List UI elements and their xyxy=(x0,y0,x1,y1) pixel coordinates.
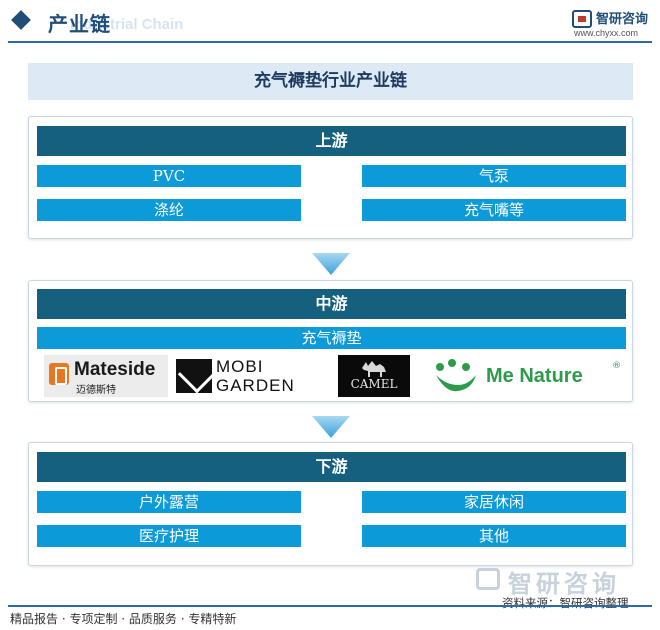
brand-name: Me Nature xyxy=(486,365,583,387)
downstream-item: 户外露营 xyxy=(37,491,301,513)
chart-title: 充气褥垫行业产业链 xyxy=(28,63,633,100)
watermark-text: 智研咨询 xyxy=(508,570,620,598)
upstream-item: 气泵 xyxy=(362,165,626,187)
registered-mark: ® xyxy=(612,361,621,371)
brand-name-line1: MOBI xyxy=(216,357,264,376)
downstream-panel: 下游 户外露营 家居休闲 医疗护理 其他 xyxy=(28,442,633,566)
downstream-item: 其他 xyxy=(362,525,626,547)
downstream-item: 医疗护理 xyxy=(37,525,301,547)
brand-subname: 迈德斯特 xyxy=(76,385,116,396)
watermark-mark-icon xyxy=(476,568,500,590)
brand-logo-mobi-garden: MOBI GARDEN xyxy=(176,355,308,397)
down-arrow-icon xyxy=(312,253,350,275)
upstream-item: 充气嘴等 xyxy=(362,199,626,221)
mateside-icon xyxy=(49,363,69,385)
upstream-panel: 上游 PVC 气泵 涤纶 充气嘴等 xyxy=(28,116,633,239)
midstream-product: 充气褥垫 xyxy=(37,327,626,349)
logo-name: 智研咨询 xyxy=(596,12,649,27)
brand-logo-mateside: Mateside 迈德斯特 xyxy=(44,355,168,397)
upstream-header: 上游 xyxy=(37,126,626,156)
footer-tagline: 精品报告 · 专项定制 · 品质服务 · 专精特新 xyxy=(10,612,237,626)
company-logo: 智研咨询 www.chyxx.com xyxy=(572,8,654,40)
brand-name: Mateside xyxy=(74,359,156,380)
header-divider xyxy=(8,41,652,43)
logo-mark-icon xyxy=(572,10,592,28)
mobi-garden-icon xyxy=(176,359,212,393)
page-header: Industrial Chain 产业链 智研咨询 www.chyxx.com xyxy=(0,0,660,48)
brand-logo-camel: CAMEL xyxy=(338,355,410,397)
section-title: 产业链 xyxy=(48,12,111,36)
upstream-item: 涤纶 xyxy=(37,199,301,221)
logo-url: www.chyxx.com xyxy=(574,28,639,38)
camel-icon xyxy=(362,361,386,377)
downstream-item: 家居休闲 xyxy=(362,491,626,513)
footer-divider xyxy=(8,605,652,607)
brand-logo-me-nature: Me Nature ® xyxy=(432,355,628,397)
downstream-header: 下游 xyxy=(37,452,626,482)
leaf-icon xyxy=(436,359,476,392)
down-arrow-icon xyxy=(312,416,350,438)
diamond-icon xyxy=(11,10,31,30)
footer-watermark-logo: 智研咨询 xyxy=(476,566,646,598)
brand-name-line2: GARDEN xyxy=(216,376,295,395)
brand-name: CAMEL xyxy=(350,377,398,391)
midstream-header: 中游 xyxy=(37,289,626,319)
header-watermark: Industrial Chain xyxy=(70,16,184,33)
source-note: 资料来源：智研咨询整理 xyxy=(502,596,629,610)
upstream-item: PVC xyxy=(37,165,301,187)
